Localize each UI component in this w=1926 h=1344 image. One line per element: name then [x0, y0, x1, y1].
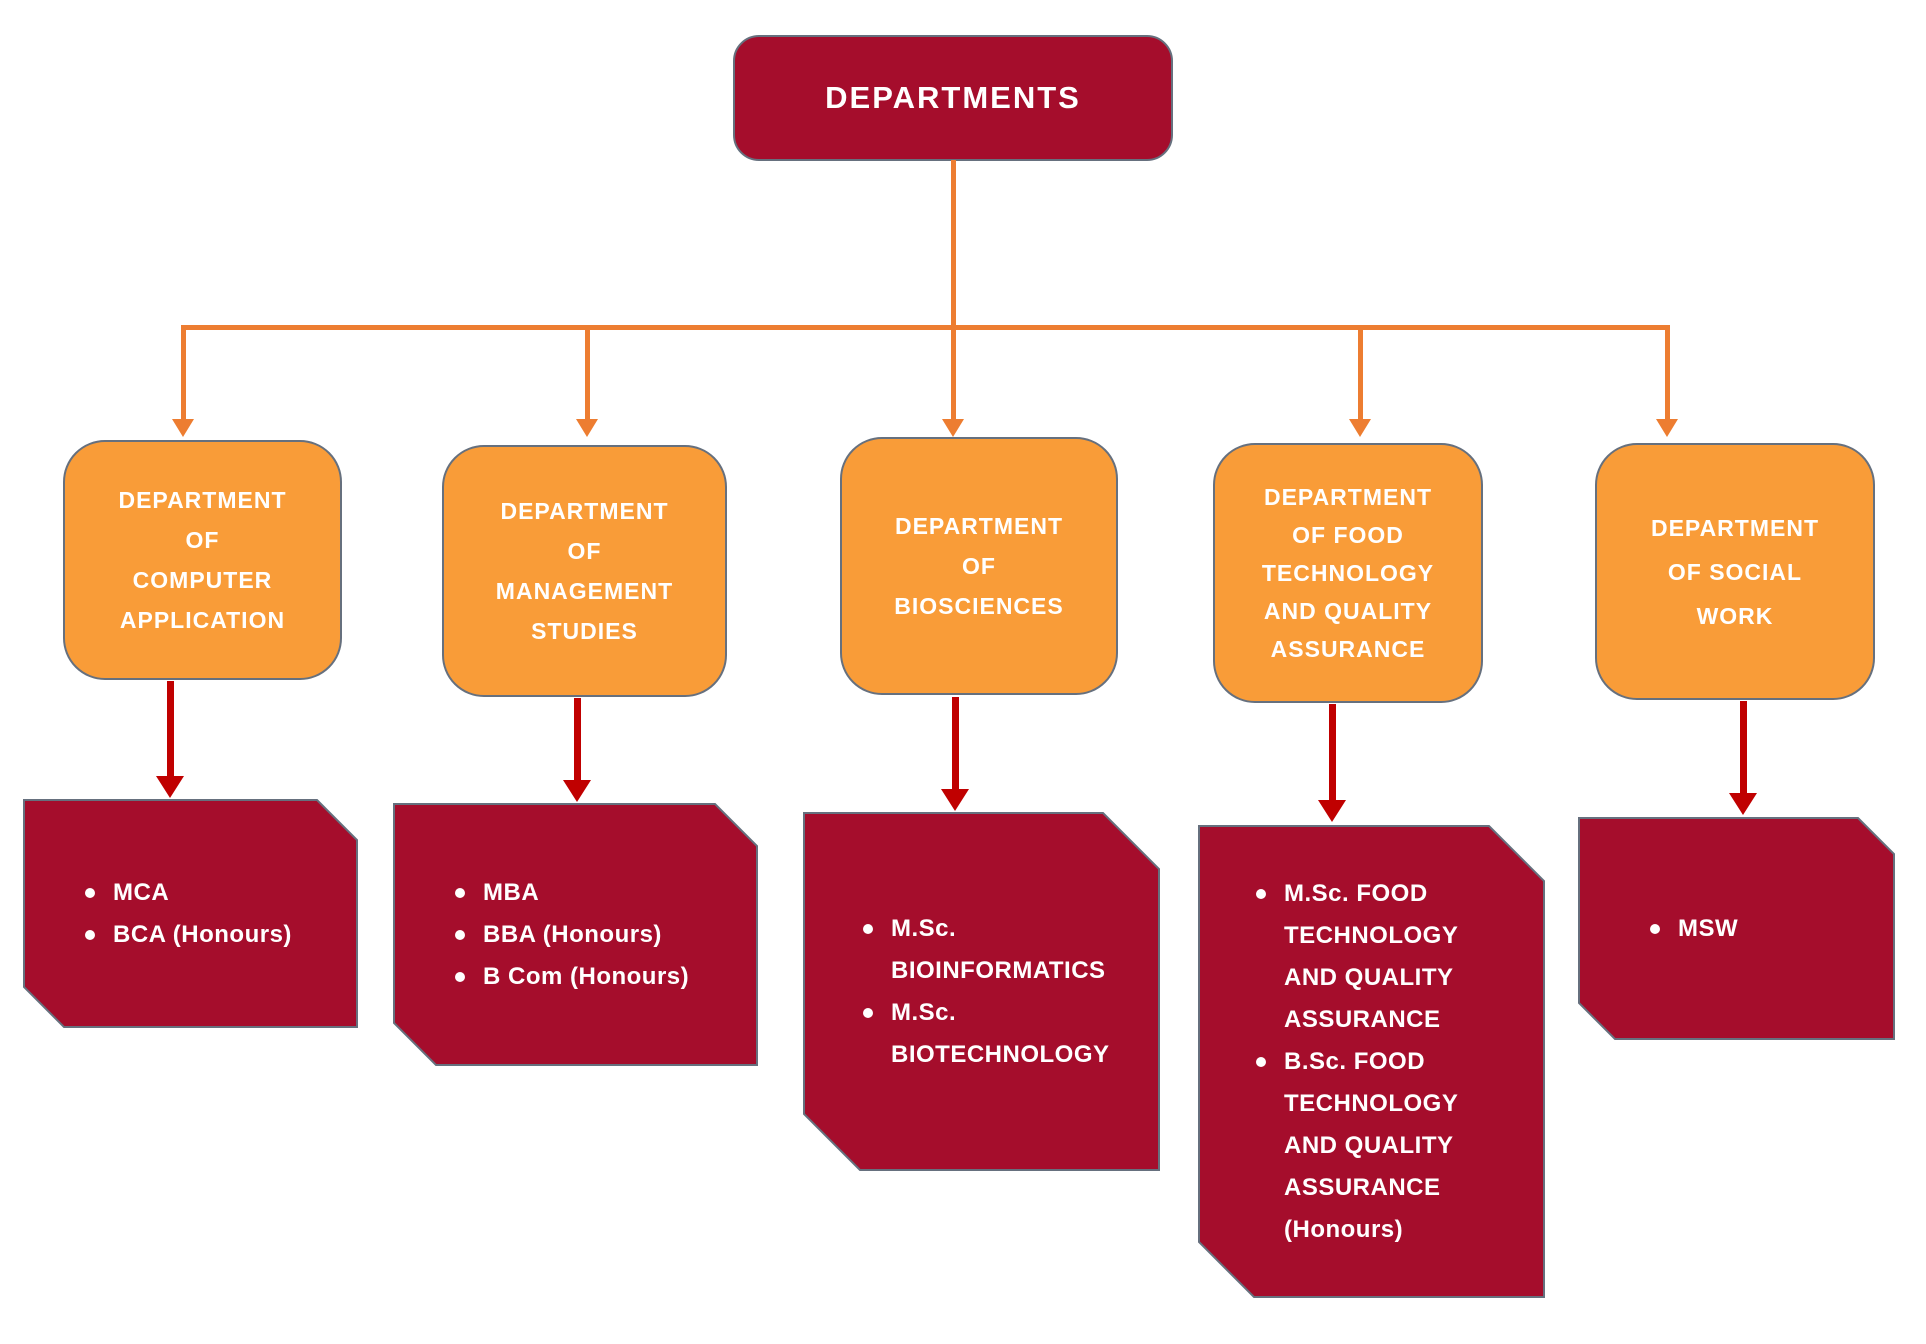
connector-red-4: [1329, 704, 1336, 802]
program-label: BBA (Honours): [483, 920, 662, 948]
arrowhead-red-4-icon: [1318, 800, 1346, 822]
connector-drop-1: [181, 325, 186, 421]
arrowhead-orange-4-icon: [1349, 419, 1371, 437]
program-item: M.Sc. BIOINFORMATICS: [863, 908, 1136, 992]
connector-horizontal-bus: [181, 325, 1670, 330]
connector-root-stem: [951, 160, 956, 421]
arrowhead-orange-5-icon: [1656, 419, 1678, 437]
dept-node-label: DEPARTMENT OF MANAGEMENT STUDIES: [495, 498, 674, 644]
snipped-box-shape: [1198, 825, 1545, 1298]
snipped-box-shape: [1578, 817, 1895, 1040]
bullet-icon: [863, 1007, 873, 1018]
connector-red-3: [952, 697, 959, 791]
program-label: MCA: [113, 878, 170, 906]
program-label: M.Sc. FOOD TECHNOLOGY AND QUALITY ASSURA…: [1284, 879, 1459, 1033]
root-node-label: DEPARTMENTS: [825, 80, 1081, 115]
program-label: B.Sc. FOOD TECHNOLOGY AND QUALITY ASSURA…: [1284, 1047, 1459, 1243]
snipped-box-shape: [23, 799, 358, 1028]
dept-node-computer-application: DEPARTMENT OF COMPUTER APPLICATION: [63, 440, 342, 680]
dept-node-management-studies: DEPARTMENT OF MANAGEMENT STUDIES: [442, 445, 727, 697]
dept-node-label: DEPARTMENT OF BIOSCIENCES: [894, 513, 1064, 619]
program-box-social-work: MSW: [1578, 817, 1895, 1040]
program-label: M.Sc. BIOTECHNOLOGY: [891, 998, 1110, 1068]
arrowhead-orange-2-icon: [576, 419, 598, 437]
program-item: M.Sc. FOOD TECHNOLOGY AND QUALITY ASSURA…: [1256, 873, 1521, 1041]
connector-drop-2: [585, 327, 590, 421]
snipped-box-shape: [803, 812, 1160, 1171]
program-item: BBA (Honours): [455, 914, 734, 956]
bullet-icon: [455, 971, 465, 982]
program-item: MSW: [1650, 908, 1871, 950]
arrowhead-red-5-icon: [1729, 793, 1757, 815]
program-label: MSW: [1678, 914, 1739, 942]
bullet-icon: [1256, 1056, 1266, 1067]
dept-node-label: DEPARTMENT OF COMPUTER APPLICATION: [118, 487, 287, 633]
program-item: BCA (Honours): [85, 914, 334, 956]
program-box-biosciences: M.Sc. BIOINFORMATICS M.Sc. BIOTECHNOLOGY: [803, 812, 1160, 1171]
arrowhead-red-2-icon: [563, 780, 591, 802]
bullet-icon: [85, 929, 95, 940]
root-node-departments: DEPARTMENTS: [733, 35, 1173, 161]
bullet-icon: [85, 887, 95, 898]
bullet-icon: [455, 887, 465, 898]
program-item: B.Sc. FOOD TECHNOLOGY AND QUALITY ASSURA…: [1256, 1041, 1521, 1251]
bullet-icon: [1650, 923, 1660, 934]
dept-node-social-work: DEPARTMENT OF SOCIAL WORK: [1595, 443, 1875, 700]
connector-red-1: [167, 681, 174, 780]
bullet-icon: [1256, 888, 1266, 899]
program-item: MCA: [85, 872, 334, 914]
program-item: MBA: [455, 872, 734, 914]
connector-drop-4: [1358, 327, 1363, 421]
arrowhead-red-1-icon: [156, 776, 184, 798]
connector-red-2: [574, 698, 581, 782]
program-item: B Com (Honours): [455, 956, 734, 998]
bullet-icon: [455, 929, 465, 940]
program-label: MBA: [483, 878, 540, 906]
program-box-management-studies: MBA BBA (Honours) B Com (Honours): [393, 803, 758, 1066]
dept-node-biosciences: DEPARTMENT OF BIOSCIENCES: [840, 437, 1118, 695]
dept-node-label: DEPARTMENT OF SOCIAL WORK: [1650, 514, 1819, 629]
program-box-computer-application: MCA BCA (Honours): [23, 799, 358, 1028]
snipped-box-shape: [393, 803, 758, 1066]
program-label: B Com (Honours): [483, 962, 690, 990]
program-label: M.Sc. BIOINFORMATICS: [891, 914, 1106, 984]
dept-node-label: DEPARTMENT OF FOOD TECHNOLOGY AND QUALIT…: [1261, 484, 1435, 662]
arrowhead-orange-1-icon: [172, 419, 194, 437]
connector-red-5: [1740, 701, 1747, 795]
arrowhead-orange-3-icon: [942, 419, 964, 437]
program-box-food-technology: M.Sc. FOOD TECHNOLOGY AND QUALITY ASSURA…: [1198, 825, 1545, 1298]
program-label: BCA (Honours): [113, 920, 292, 948]
dept-node-food-technology: DEPARTMENT OF FOOD TECHNOLOGY AND QUALIT…: [1213, 443, 1483, 703]
connector-drop-5: [1665, 325, 1670, 421]
bullet-icon: [863, 923, 873, 934]
arrowhead-red-3-icon: [941, 789, 969, 811]
program-item: M.Sc. BIOTECHNOLOGY: [863, 992, 1136, 1076]
